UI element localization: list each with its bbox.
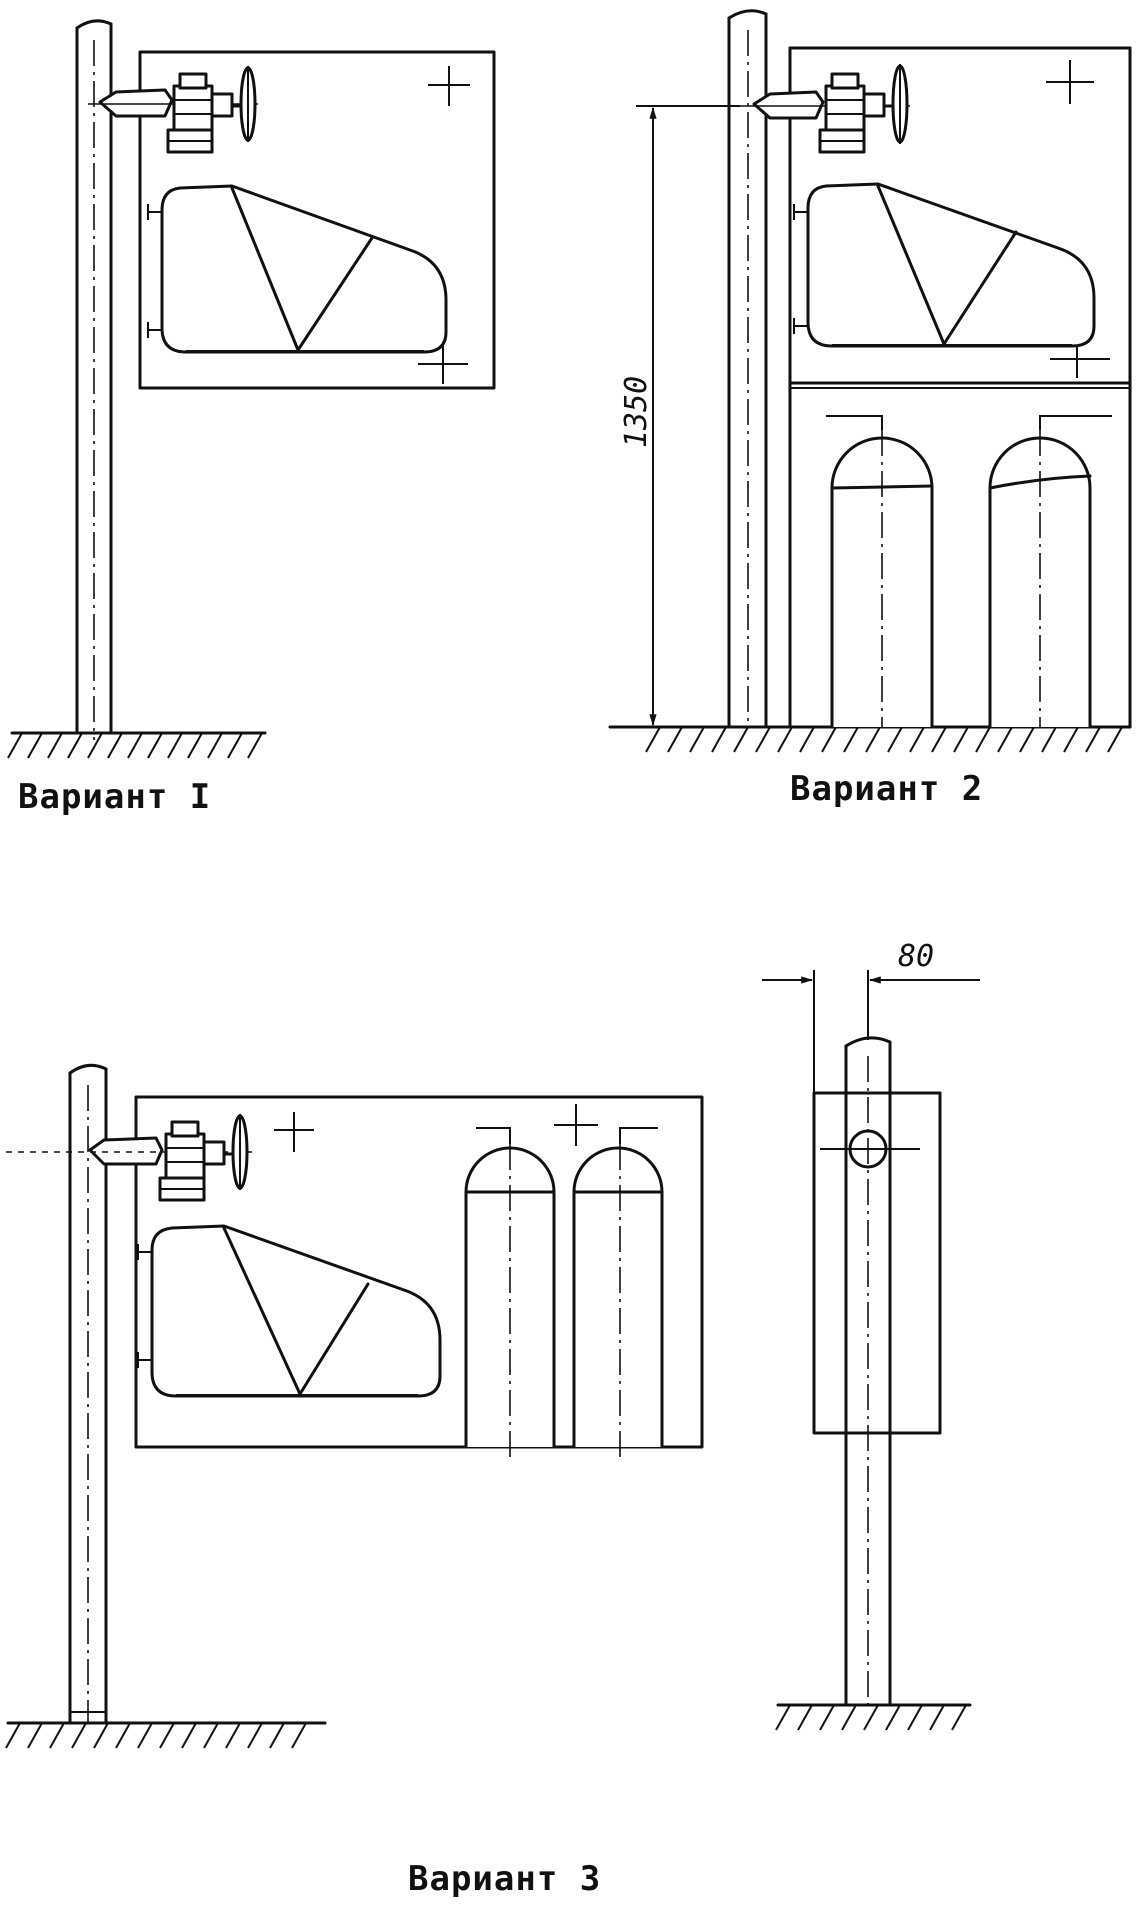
height-dimension-value: 1350 [619,376,654,448]
support-pipe [68,1063,108,1725]
regulator-body [793,182,1096,348]
variant-3-front-view: Вариант 3 [5,1063,704,1899]
crosshair-mark [418,66,470,384]
support-pipe [75,19,113,740]
valve-assembly [640,64,910,154]
variant-3-side-view: 80 [762,939,980,1731]
pipe-offset-dimension: 80 [762,939,980,1092]
variant-3-caption: Вариант 3 [408,1859,601,1899]
crosshair-mark [1046,60,1110,378]
regulator-body [147,184,448,354]
variant-2-view: 1350 Вариант 2 [608,9,1132,809]
variant-2-caption: Вариант 2 [790,769,983,809]
gas-cylinder [464,1127,556,1462]
regulator-body [137,1224,442,1398]
mounting-panel-side [812,1091,942,1435]
valve-assembly [88,66,258,154]
ground-hatch [775,1703,972,1731]
ground-hatch [7,731,267,759]
height-dimension: 1350 [619,105,740,728]
valve-assembly [6,1114,252,1202]
crosshair-mark [274,1104,598,1152]
gas-cylinder [826,415,934,729]
ground-hatch [608,725,1132,753]
support-pipe [820,1036,920,1712]
gas-cylinder [572,1127,664,1462]
support-pipe [727,9,768,729]
pipe-offset-dimension-value: 80 [898,939,934,974]
variant-1-view: Вариант I [7,19,496,817]
ground-hatch [5,1721,327,1749]
gas-cylinder [988,415,1112,729]
variant-1-caption: Вариант I [18,777,211,817]
